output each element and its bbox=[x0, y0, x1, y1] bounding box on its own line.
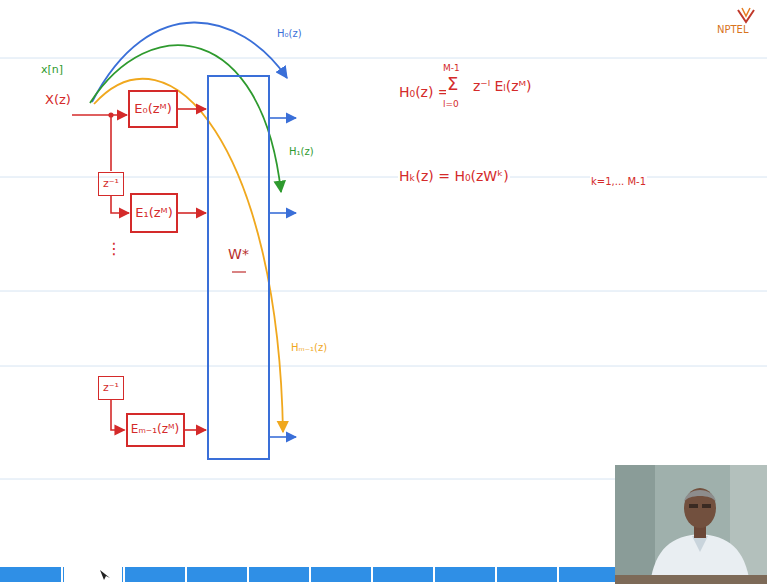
polyphase-box: Eₘ₋₁(zᴹ) bbox=[126, 413, 185, 447]
signal-name: x[n] bbox=[40, 64, 64, 77]
filter-name: H₀(z) bbox=[276, 28, 303, 40]
delay-box: z⁻¹ bbox=[98, 172, 124, 196]
h1-curve bbox=[90, 45, 281, 192]
ellipsis: ⋮ bbox=[105, 240, 123, 258]
signal-connector bbox=[111, 400, 125, 430]
node-text: E₁(zᴹ) bbox=[135, 206, 172, 220]
equation: z⁻ˡ Eₗ(zᴹ) bbox=[472, 78, 533, 94]
polyphase-box: E₀(zᴹ) bbox=[128, 90, 178, 128]
equation-range: k=1,... M-1 bbox=[590, 176, 647, 188]
signal-connector bbox=[178, 108, 206, 110]
polyphase-box: E₁(zᴹ) bbox=[130, 193, 178, 233]
sum-limit: l=0 bbox=[442, 99, 460, 109]
dft-matrix-box: W* bbox=[207, 75, 270, 460]
equation: H₀(z) = bbox=[398, 84, 451, 100]
signal-name: X(z) bbox=[44, 93, 72, 108]
progress-bar bbox=[0, 567, 615, 582]
logo-text: NPTEL bbox=[716, 24, 750, 36]
w-underline bbox=[232, 271, 246, 272]
node-text: z⁻¹ bbox=[103, 382, 119, 394]
node-text: z⁻¹ bbox=[103, 178, 119, 190]
signal-connector bbox=[185, 429, 207, 431]
sum-limit: M-1 bbox=[442, 63, 461, 73]
ruled-lines bbox=[0, 58, 767, 479]
node-text: Eₘ₋₁(zᴹ) bbox=[131, 423, 179, 436]
signal-connector bbox=[178, 212, 206, 214]
delay-box: z⁻¹ bbox=[98, 376, 124, 400]
input-wires bbox=[72, 113, 127, 171]
output-arrows bbox=[270, 118, 296, 437]
webcam-inset bbox=[615, 465, 767, 584]
node-text: E₀(zᴹ) bbox=[134, 102, 171, 116]
hm1-curve bbox=[94, 79, 283, 432]
equation: Hₖ(z) = H₀(zWᵏ) bbox=[398, 168, 510, 184]
filter-name: Hₘ₋₁(z) bbox=[290, 342, 328, 354]
nptel-logo bbox=[738, 8, 754, 22]
sum-sign: Σ bbox=[446, 74, 459, 95]
node-text: W* bbox=[228, 247, 249, 262]
signal-connector bbox=[111, 196, 129, 213]
filter-name: H₁(z) bbox=[288, 146, 315, 158]
h0-curve bbox=[92, 22, 287, 102]
